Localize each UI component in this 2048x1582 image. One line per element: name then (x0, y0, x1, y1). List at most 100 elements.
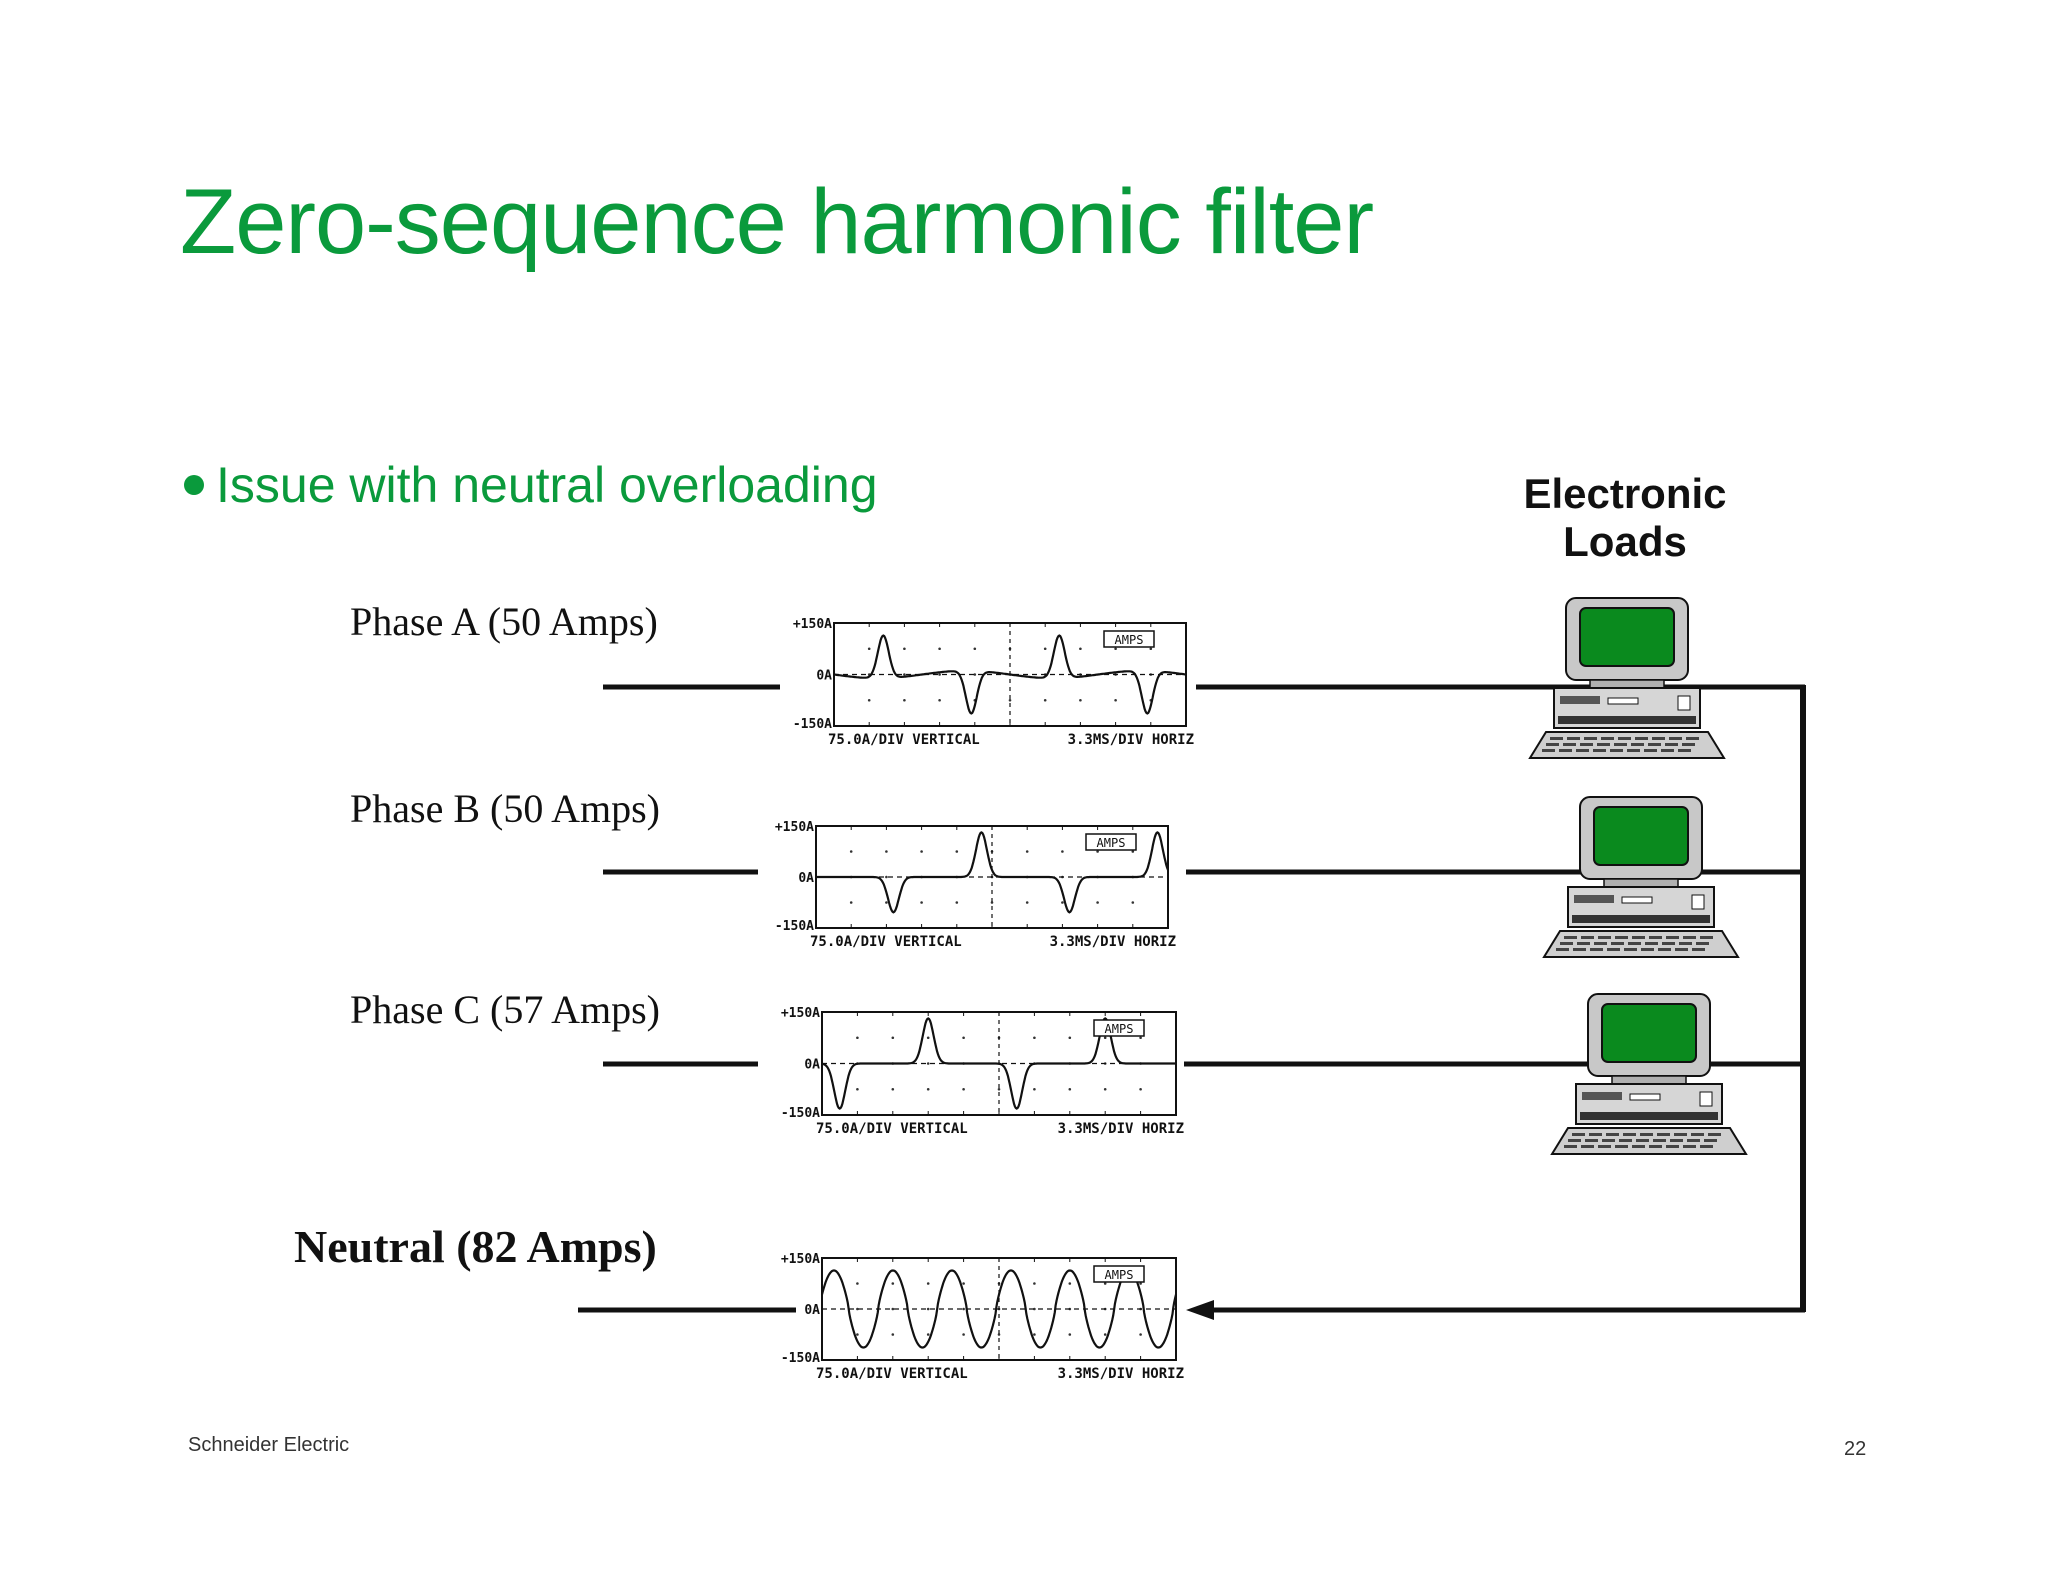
grid-dot (1103, 1087, 1107, 1091)
grid-dot (962, 1307, 965, 1311)
key (1572, 1133, 1585, 1136)
key (1563, 743, 1576, 746)
key (1542, 749, 1555, 752)
y-mid-label: 0A (798, 871, 814, 886)
key (1653, 1139, 1666, 1142)
grid-dot (1079, 647, 1082, 651)
drive-bay (1560, 696, 1600, 704)
waveform-trace (816, 831, 1170, 914)
grid-dot (856, 1036, 859, 1040)
key (1675, 948, 1688, 951)
key (1624, 948, 1637, 951)
key (1644, 749, 1657, 752)
grid-dot (1096, 850, 1099, 853)
grid-dot (903, 647, 906, 651)
key (1610, 749, 1623, 752)
grid-dot (1068, 1282, 1072, 1285)
power-button (1677, 695, 1691, 711)
key (1568, 1139, 1581, 1142)
horizontal-scale-caption: 3.3MS/DIV HORIZ (1050, 934, 1176, 950)
grid-dot (1131, 850, 1135, 853)
key (1577, 942, 1590, 945)
drive-bay (1574, 895, 1614, 903)
grid-dot (891, 1036, 895, 1040)
key (1700, 936, 1713, 939)
grid-dot (1114, 647, 1117, 651)
page-number: 22 (1844, 1438, 1867, 1460)
key (1641, 948, 1654, 951)
vent-strip (1580, 1112, 1718, 1120)
grid-dot (885, 901, 888, 904)
grid-dot (903, 698, 906, 702)
grid-dot (973, 647, 977, 651)
key (1607, 948, 1620, 951)
key (1648, 743, 1661, 746)
key (1602, 1139, 1615, 1142)
drive-bay (1582, 1092, 1622, 1100)
computer-icon (1542, 796, 1740, 958)
key (1564, 1145, 1577, 1148)
key (1615, 936, 1628, 939)
grid-dot (1033, 1087, 1036, 1091)
horizontal-scale-caption: 3.3MS/DIV HORIZ (1058, 1121, 1184, 1137)
key (1589, 1133, 1602, 1136)
key (1678, 749, 1691, 752)
bullet-dot-icon (184, 474, 204, 495)
key (1619, 1139, 1632, 1142)
loads-label-line1: Electronic (1523, 470, 1727, 517)
grid-dot (891, 1333, 895, 1336)
grid-dot (926, 1087, 930, 1091)
key (1597, 743, 1610, 746)
grid-dot (891, 1307, 895, 1311)
key (1658, 948, 1671, 951)
grid-dot (1061, 901, 1064, 904)
key (1559, 749, 1572, 752)
amps-badge-text: AMPS (1105, 1022, 1134, 1036)
grid-dot (990, 901, 994, 904)
grid-dot (856, 1307, 859, 1311)
key (1635, 737, 1648, 740)
key (1666, 1145, 1679, 1148)
key (1584, 737, 1597, 740)
grid-dot (891, 1282, 895, 1285)
grid-dot (1033, 1282, 1036, 1285)
key (1546, 743, 1559, 746)
key (1686, 737, 1699, 740)
phase-c-label: Phase C (57 Amps) (350, 987, 660, 1032)
grid-dot (1103, 1333, 1107, 1336)
amps-badge (1093, 1265, 1145, 1283)
key (1606, 1133, 1619, 1136)
grid-dot (920, 901, 923, 904)
key (1594, 942, 1607, 945)
key (1700, 1145, 1713, 1148)
floppy-slot (1621, 896, 1653, 904)
key (1581, 1145, 1594, 1148)
grid-dot (1139, 1282, 1142, 1285)
grid-dot (962, 1282, 965, 1285)
key (1628, 942, 1641, 945)
key (1683, 936, 1696, 939)
y-top-label: +150A (793, 617, 832, 632)
amps-badge-text: AMPS (1115, 633, 1144, 647)
y-top-label: +150A (781, 1006, 820, 1021)
y-bottom-label: -150A (781, 1106, 820, 1121)
grid-dot (885, 850, 888, 853)
key (1640, 1133, 1653, 1136)
waveform-trace (821, 1017, 1176, 1110)
key (1682, 743, 1695, 746)
bullet-text: Issue with neutral overloading (216, 457, 878, 513)
bullet-item: Issue with neutral overloading (184, 456, 878, 514)
key (1691, 1133, 1704, 1136)
key (1632, 1145, 1645, 1148)
neutral-arrow-icon (1186, 1300, 1214, 1320)
grid-dot (1025, 901, 1029, 904)
grid-dot (1043, 647, 1047, 651)
key (1679, 942, 1692, 945)
key (1598, 1145, 1611, 1148)
grid-dot (926, 1062, 930, 1065)
grid-dot (926, 1036, 930, 1040)
key (1669, 737, 1682, 740)
